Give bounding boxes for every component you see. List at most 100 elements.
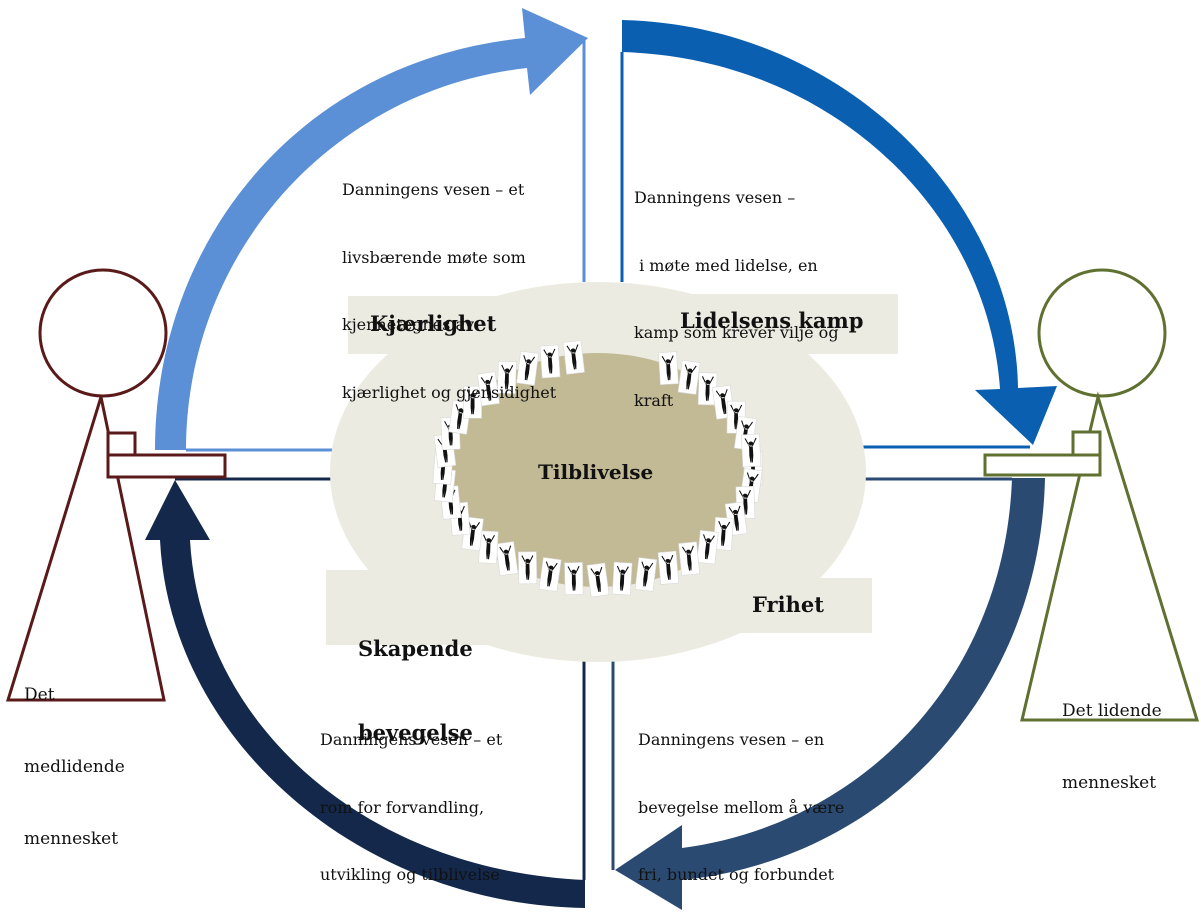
quadrant-text-line: kamp som krever vilje og	[634, 323, 839, 342]
quadrant-top-right-text: Danningens vesen – i møte med lidelse, e…	[634, 142, 839, 435]
figure-ring	[432, 340, 763, 598]
arrow-bottom-right	[615, 478, 1045, 910]
quadrant-top-left-text: Danningens vesen – et livsbærende møte s…	[342, 134, 556, 427]
standing-person-arms-raised-icon	[501, 364, 514, 390]
person-label-line: Det	[24, 685, 55, 705]
standing-person-arms-raised-icon	[523, 355, 536, 381]
right-person	[983, 268, 1200, 722]
standing-person-arms-raised-icon	[681, 545, 694, 571]
left-person-label: Det medlidende mennesket	[24, 635, 125, 875]
figure-card	[495, 541, 519, 577]
center-label-lidelsens-kamp: Lidelsens kamp	[680, 308, 864, 333]
quadrant-text-line: kjærlighet og gjensidighet	[342, 382, 557, 402]
quadrant-bottom-left-text: Danningens vesen – et rom for forvandlin…	[320, 684, 502, 909]
standing-person-arms-raised-icon	[661, 554, 674, 580]
standing-person-arms-raised-icon	[466, 389, 479, 415]
quadrant-text-line: kjennetegnes av	[342, 315, 474, 334]
quadrant-text-line: i møte med lidelse, en	[634, 255, 818, 275]
figure-card	[741, 433, 762, 468]
quadrant-text-line: utvikling og tilblivelse	[320, 865, 500, 884]
standing-person-arms-raised-icon	[543, 348, 556, 374]
standing-person-arms-raised-icon	[452, 505, 465, 531]
standing-person-arms-raised-icon	[521, 555, 534, 580]
figure-card	[562, 340, 585, 375]
standing-person-arms-raised-icon	[545, 561, 558, 587]
standing-person-arms-raised-icon	[701, 376, 714, 401]
standing-person-arms-raised-icon	[661, 355, 674, 381]
left-person	[5, 268, 227, 702]
person-label-line: mennesket	[1062, 773, 1157, 793]
figure-card	[518, 551, 538, 585]
center-label-line: Skapende	[358, 636, 473, 661]
right-person-hand	[983, 453, 1102, 477]
figure-card	[712, 516, 734, 551]
right-person-body	[1020, 391, 1200, 722]
standing-person-arms-raised-icon	[483, 534, 495, 560]
standing-person-arms-raised-icon	[567, 565, 580, 591]
arrow-bottom-left	[145, 480, 585, 908]
quadrant-text-line: bevegelse mellom å være	[638, 797, 845, 817]
center-label-kjaerlighet: Kjærlighet	[370, 311, 497, 336]
figure-card	[497, 360, 517, 394]
right-person-head	[1037, 268, 1167, 398]
label-box-top-right	[660, 294, 898, 354]
figure-card	[564, 562, 584, 596]
center-label-line: bevegelse	[358, 720, 473, 745]
person-label-line: Det lidende	[1062, 701, 1162, 721]
center-inner-ellipse	[440, 353, 756, 587]
label-box-bottom-left	[326, 570, 526, 645]
center-label-frihet: Frihet	[752, 592, 824, 617]
standing-person-arms-raised-icon	[566, 344, 579, 370]
left-person-body	[5, 396, 166, 702]
figure-card	[478, 530, 499, 564]
standing-person-arms-raised-icon	[702, 534, 715, 560]
standing-person-arms-raised-icon	[499, 545, 512, 571]
person-label-line: medlidende	[24, 757, 125, 777]
arrow-top-right	[622, 20, 1057, 445]
figure-card	[677, 360, 701, 395]
standing-person-arms-raised-icon	[728, 505, 741, 531]
arrow-top-left	[155, 8, 588, 450]
figure-card	[586, 562, 610, 598]
figure-card	[538, 557, 562, 592]
standing-person-arms-raised-icon	[641, 561, 654, 587]
standing-person-arms-raised-icon	[744, 437, 757, 463]
label-box-top-left	[348, 296, 538, 354]
standing-person-arms-raised-icon	[738, 489, 751, 515]
standing-person-arms-raised-icon	[590, 566, 603, 593]
standing-person-arms-raised-icon	[616, 565, 629, 591]
quadrant-text-line: Danningens vesen – et	[320, 730, 503, 749]
quadrant-text-line: rom for forvandling,	[320, 797, 485, 817]
figure-card	[463, 385, 482, 419]
quadrant-text-line: Danningens vesen –	[634, 188, 796, 207]
standing-person-arms-raised-icon	[468, 520, 481, 546]
standing-person-arms-raised-icon	[455, 404, 468, 430]
quadrant-bottom-right-text: Danningens vesen – en bevegelse mellom å…	[638, 684, 844, 909]
right-person-label: Det lidende mennesket	[1062, 651, 1162, 819]
figure-card	[657, 550, 680, 585]
figure-card	[516, 350, 539, 386]
figure-card	[658, 351, 679, 386]
person-label-line: mennesket	[24, 829, 119, 849]
left-person-head	[38, 268, 168, 398]
label-box-bottom-right	[700, 578, 872, 633]
figure-card	[612, 561, 633, 596]
quadrant-text-line: livsbærende møte som	[342, 247, 526, 267]
standing-person-arms-raised-icon	[715, 389, 728, 415]
standing-person-arms-raised-icon	[440, 472, 453, 498]
standing-person-arms-raised-icon	[730, 404, 743, 430]
quadrant-text-line: Danningens vesen – et	[342, 180, 525, 199]
figure-card	[696, 529, 719, 565]
figure-card	[539, 344, 561, 379]
quadrant-text-line: Danningens vesen – en	[638, 730, 825, 749]
center-title-tilblivelse: Tilblivelse	[538, 460, 654, 484]
figure-card	[634, 557, 658, 592]
standing-person-arms-raised-icon	[718, 520, 731, 546]
figure-card	[678, 541, 700, 576]
quadrant-text-line: fri, bundet og forbundet	[638, 865, 835, 884]
quadrant-text-line: kraft	[634, 390, 674, 410]
standing-person-arms-raised-icon	[684, 364, 697, 390]
left-person-hand	[106, 453, 227, 479]
standing-person-arms-raised-icon	[480, 375, 493, 401]
